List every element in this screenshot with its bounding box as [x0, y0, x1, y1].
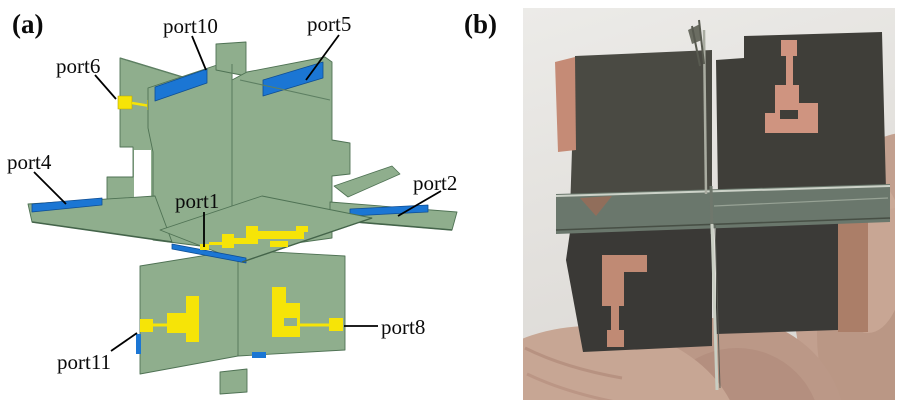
label-port8: port8 [381, 315, 425, 339]
copper-triangle-faint [580, 196, 612, 216]
label-port1: port1 [175, 189, 219, 213]
port11-feed-trace [136, 296, 199, 354]
horizontal-plate-edge [555, 184, 891, 234]
leader-port6 [94, 74, 117, 100]
label-port4: port4 [7, 150, 52, 174]
leader-lines [33, 34, 442, 352]
pcb-plate-top-left [570, 50, 712, 212]
copper-strip-left-edge [555, 57, 576, 152]
vertical-plate-edge-line [702, 29, 721, 391]
leader-port4 [33, 171, 67, 205]
leader-port11 [110, 332, 138, 352]
center-bottom-tab [219, 368, 248, 395]
label-port10: port10 [163, 14, 218, 38]
panel-a-tag: (a) [12, 9, 43, 39]
label-port6: port6 [56, 54, 100, 78]
copper-trace-top-right [765, 40, 818, 133]
panel-b-tag: (b) [464, 9, 497, 39]
port1-feed-trace [200, 226, 308, 250]
horizontal-plate-left-arm [27, 195, 173, 243]
copper-trace-bottom-left [602, 255, 647, 347]
finger-crease-2 [526, 372, 614, 400]
label-port11: port11 [57, 350, 111, 374]
port10-strip [154, 68, 208, 102]
crossing-plate-edge [239, 79, 331, 101]
horizontal-plate-platform [159, 195, 373, 264]
bottom-port-strip [252, 352, 266, 358]
label-port5: port5 [307, 12, 351, 36]
center-top-tab [215, 41, 247, 77]
port1-edge-strip [171, 243, 247, 264]
port5-strip [262, 61, 324, 97]
finger-crease [524, 346, 623, 380]
finger-left [523, 326, 730, 400]
leader-port10 [191, 35, 207, 71]
label-port2: port2 [413, 171, 457, 195]
port8-feed-trace [272, 287, 343, 337]
horizontal-plate-rear-right-arm [333, 165, 401, 198]
pcb-plate-bottom-right [716, 220, 838, 334]
leader-port2 [397, 190, 442, 217]
top-clip [688, 19, 705, 67]
panel-b-photo [523, 8, 895, 400]
leader-port5 [305, 34, 340, 81]
panel-a-model: (a) port10 port5 port6 port4 port2 port1… [7, 9, 458, 395]
pcb-plate-bottom-left [566, 224, 712, 352]
port4-strip [31, 197, 103, 213]
